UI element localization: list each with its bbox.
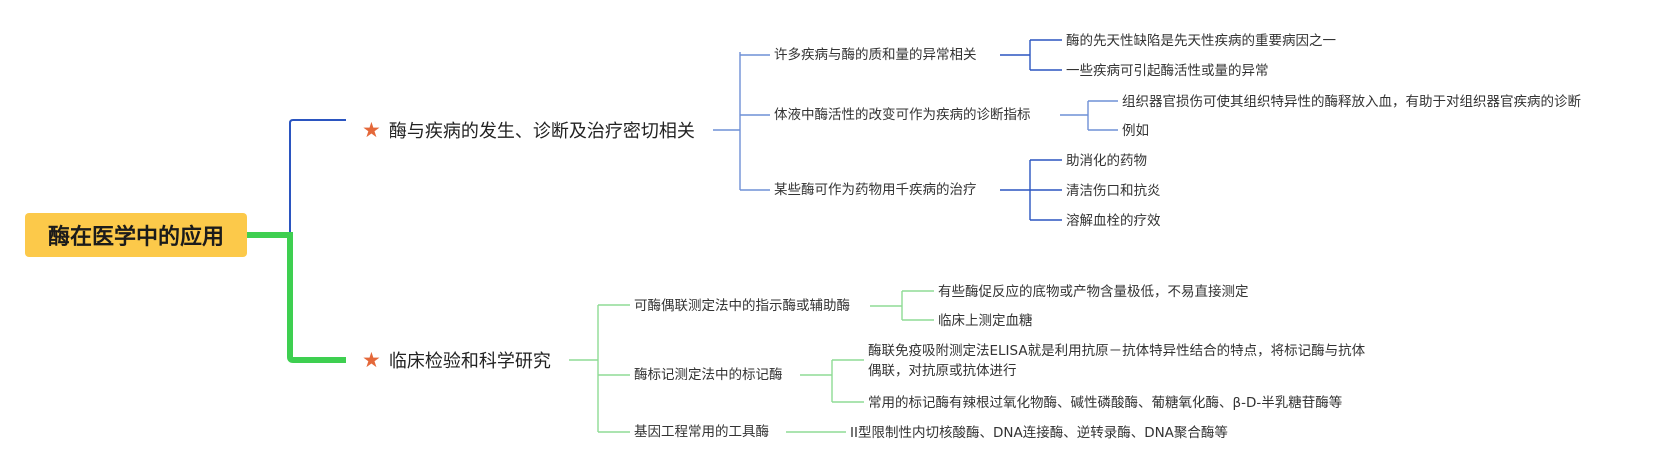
subtopic-therapeutic-drug[interactable]: 某些酶可作为药物用千疾病的治疗 [770, 179, 981, 201]
branch-topic-disease[interactable]: ★ 酶与疾病的发生、诊断及治疗密切相关 [346, 112, 713, 148]
subtopic-tool-enzyme[interactable]: 基因工程常用的工具酶 [630, 421, 773, 443]
leaf-common-label-enzymes[interactable]: 常用的标记酶有辣根过氧化物酶、碱性磷酸酶、葡糖氧化酶、β-D-半乳糖苷酶等 [864, 392, 1347, 414]
branch-topic-label: 酶与疾病的发生、诊断及治疗密切相关 [388, 121, 695, 142]
star-icon: ★ [362, 117, 381, 142]
leaf-congenital-defect[interactable]: 酶的先天性缺陷是先天性疾病的重要病因之一 [1062, 30, 1340, 52]
connector-sub5-leaves [800, 359, 864, 403]
branch-topic-label: 临床检验和科学研究 [388, 351, 551, 372]
connector-root-branch2 [247, 232, 346, 363]
connector-sub2-leaves [1060, 100, 1118, 131]
leaf-low-substrate[interactable]: 有些酶促反应的底物或产物含量极低，不易直接测定 [934, 281, 1253, 303]
connector-root-branch1 [247, 119, 346, 236]
branch-topic-clinical[interactable]: ★ 临床检验和科学研究 [346, 342, 569, 378]
connector-branch1-subs [710, 52, 770, 191]
leaf-digestive-drug[interactable]: 助消化的药物 [1062, 150, 1151, 172]
connector-branch2-subs [568, 304, 630, 433]
root-topic[interactable]: 酶在医学中的应用 [25, 213, 247, 257]
leaf-elisa[interactable]: 酶联免疫吸附测定法ELISA就是利用抗原－抗体特异性结合的特点，将标记酶与抗体偶… [864, 340, 1372, 382]
connector-sub1-leaves [1000, 39, 1062, 71]
leaf-wound-cleaning[interactable]: 清洁伤口和抗炎 [1062, 180, 1165, 202]
connector-sub4-leaves [870, 290, 934, 321]
connector-sub3-leaves [1000, 159, 1062, 221]
leaf-example[interactable]: 例如 [1118, 120, 1153, 142]
leaf-tool-enzymes[interactable]: II型限制性内切核酸酶、DNA连接酶、逆转录酶、DNA聚合酶等 [846, 422, 1232, 444]
subtopic-label-enzyme[interactable]: 酶标记测定法中的标记酶 [630, 364, 787, 386]
subtopic-coupled-assay[interactable]: 可酶偶联测定法中的指示酶或辅助酶 [630, 295, 854, 317]
subtopic-disease-enzyme-quality[interactable]: 许多疾病与酶的质和量的异常相关 [770, 44, 981, 66]
leaf-disease-abnormal-enzyme[interactable]: 一些疾病可引起酶活性或量的异常 [1062, 60, 1273, 82]
subtopic-diagnostic-indicator[interactable]: 体液中酶活性的改变可作为疾病的诊断指标 [770, 104, 1035, 126]
leaf-tissue-damage-release[interactable]: 组织器官损伤可使其组织特异性的酶释放入血，有助于对组织器官疾病的诊断 [1118, 91, 1585, 113]
star-icon: ★ [362, 347, 381, 372]
leaf-thrombolysis[interactable]: 溶解血栓的疗效 [1062, 210, 1165, 232]
leaf-blood-glucose[interactable]: 临床上测定血糖 [934, 310, 1037, 332]
